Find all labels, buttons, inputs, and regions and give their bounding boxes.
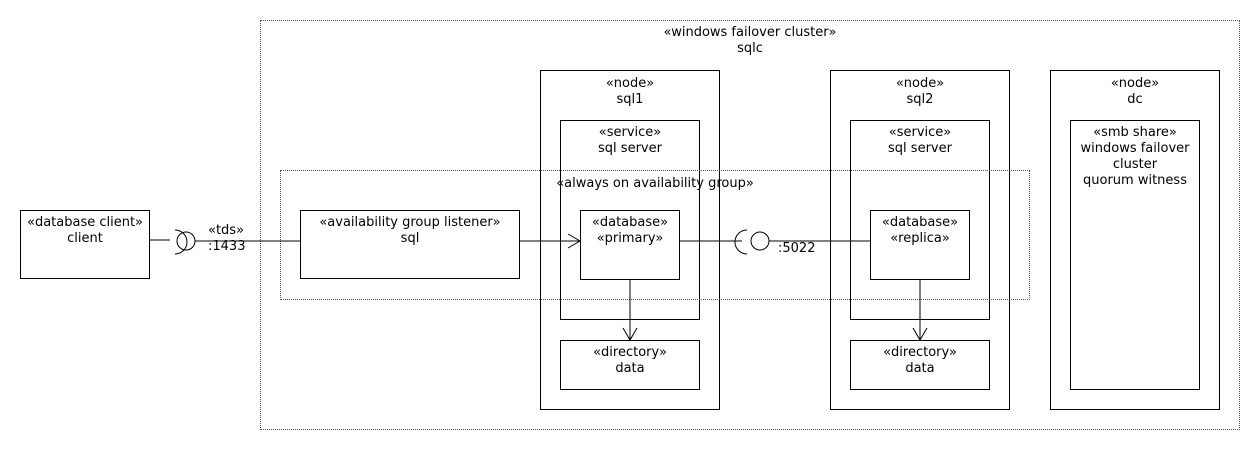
node-dc-name: dc [1127, 92, 1143, 107]
cluster-frame [260, 20, 1240, 430]
node-dc[interactable]: «node» dc [1050, 70, 1220, 410]
sql1-service-name: sql server [598, 141, 662, 156]
tds-port: :1433 [208, 239, 246, 254]
dc-share-line3: quorum witness [1083, 173, 1187, 188]
tds-stereotype: «tds» [208, 223, 245, 238]
cluster-label: «windows failover cluster» sqlc [560, 25, 940, 57]
node-sql2-stereotype: «node» [895, 76, 945, 91]
sql1-database-role: «primary» [596, 231, 664, 246]
sql1-directory-name: data [615, 361, 645, 376]
sql2-directory-stereotype: «directory» [883, 345, 957, 360]
mirror-socket [734, 229, 748, 255]
tds-socket [174, 229, 188, 255]
dc-share-line2: cluster [1112, 157, 1158, 172]
client-name: client [67, 231, 103, 246]
cluster-stereotype: «windows failover cluster» [663, 25, 837, 40]
availability-group-label: «always on availability group» [556, 176, 754, 191]
sql2-service-stereotype: «service» [888, 125, 952, 140]
node-sql1-stereotype: «node» [605, 76, 655, 91]
replica-directory-arrowhead [912, 327, 928, 341]
node-sql2-name: sql2 [906, 92, 934, 107]
sql2-directory-name: data [905, 361, 935, 376]
mirror-interface-ball [750, 231, 770, 251]
node-dc-stereotype: «node» [1110, 76, 1160, 91]
node-sql2[interactable]: «node» sql2 [830, 70, 1010, 410]
sql2-service-name: sql server [888, 141, 952, 156]
mirror-port-label: :5022 [778, 241, 816, 256]
sql1-database-primary[interactable]: «database» «primary» [580, 210, 680, 280]
client-box[interactable]: «database client» client [20, 210, 150, 279]
dc-share-stereotype: «smb share» [1093, 125, 1177, 140]
dc-smb-share[interactable]: «smb share» windows failover cluster quo… [1070, 120, 1200, 390]
sql2-database-role: «replica» [890, 231, 950, 246]
node-sql1-name: sql1 [616, 92, 644, 107]
sql1-service-stereotype: «service» [598, 125, 662, 140]
client-stereotype: «database client» [26, 215, 144, 230]
primary-directory-arrowhead [622, 327, 638, 341]
listener-arrowhead [567, 233, 581, 249]
sql2-database-replica[interactable]: «database» «replica» [870, 210, 970, 280]
tds-label: «tds» :1433 [208, 223, 245, 255]
listener-box[interactable]: «availability group listener» sql [300, 210, 520, 279]
listener-name: sql [400, 231, 420, 246]
dc-share-line1: windows failover [1080, 141, 1190, 156]
cluster-name: sqlc [737, 41, 763, 56]
sql2-database-stereotype: «database» [881, 215, 959, 230]
sql1-database-stereotype: «database» [591, 215, 669, 230]
node-sql1[interactable]: «node» sql1 [540, 70, 720, 410]
sql1-directory-stereotype: «directory» [593, 345, 667, 360]
listener-stereotype: «availability group listener» [319, 215, 501, 230]
availability-group-frame [280, 170, 1030, 300]
